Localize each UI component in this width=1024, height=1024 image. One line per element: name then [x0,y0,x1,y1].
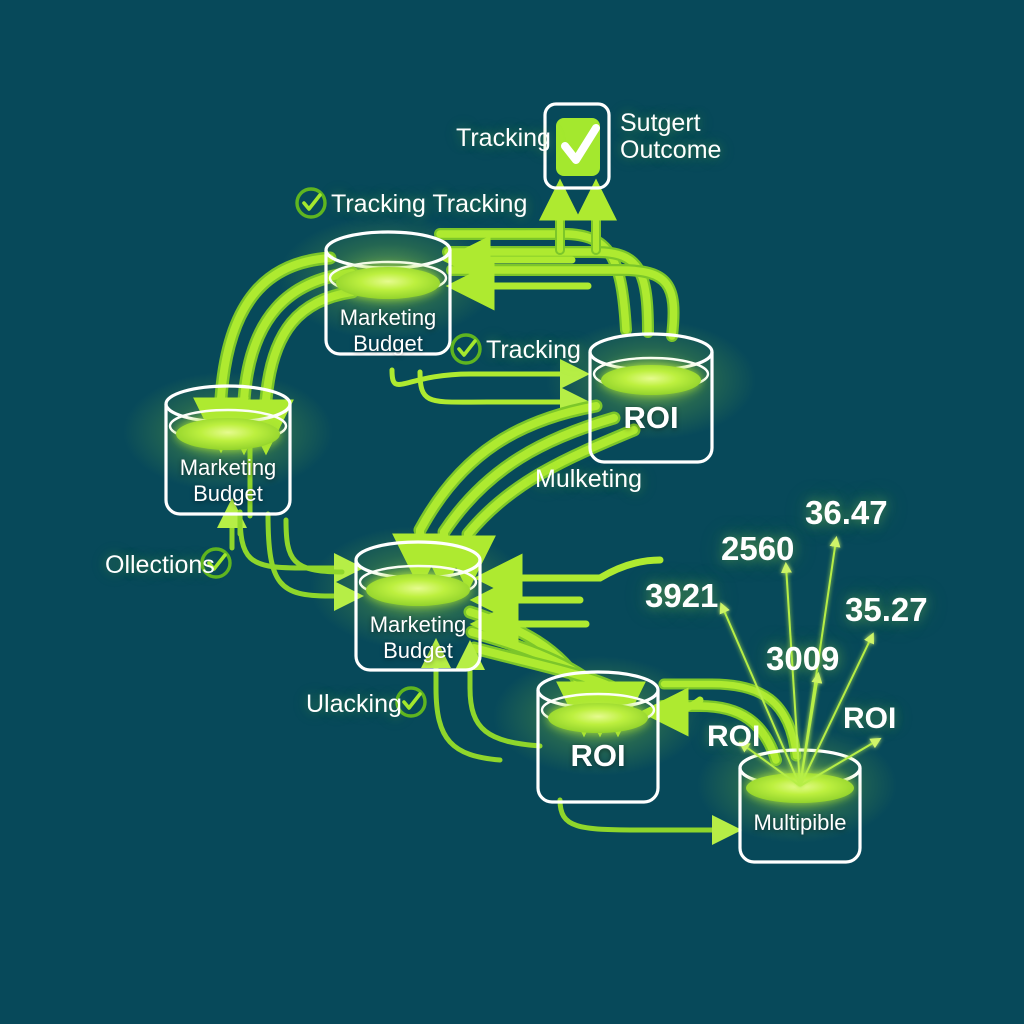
check-circle-icon-tracking-mid [450,333,482,365]
check-circle-icon-tracking-tracking [295,187,327,219]
cylinder-top-marketing-budget[interactable] [324,230,452,356]
check-circle-icon-ollections [200,547,232,579]
thin-connectors [217,433,742,845]
pipe-returns-mid [469,553,704,737]
pipe-roiupper-to-outcome [434,228,680,342]
cylinder-multipible[interactable] [738,748,862,864]
check-circle-icon-ulacking [395,686,427,718]
radiating-value-lines [719,535,882,787]
pipe-risers-to-outcome [539,178,617,255]
pipe-roiupper-to-mid [392,399,641,592]
cylinder-mid-marketing-budget[interactable] [354,540,482,672]
flow-pipes [193,178,802,766]
check-circle-icons [200,187,482,718]
pipe-top-to-roiupper [389,359,590,417]
cylinder-roi-upper[interactable] [588,332,714,464]
pipe-return-into-top-cyl [441,235,592,311]
pipe-multiple-to-roilower [656,678,802,766]
outcome-checkbox-card[interactable] [543,102,611,190]
cylinder-left-marketing-budget[interactable] [164,384,292,516]
cylinder-roi-lower[interactable] [536,670,660,804]
